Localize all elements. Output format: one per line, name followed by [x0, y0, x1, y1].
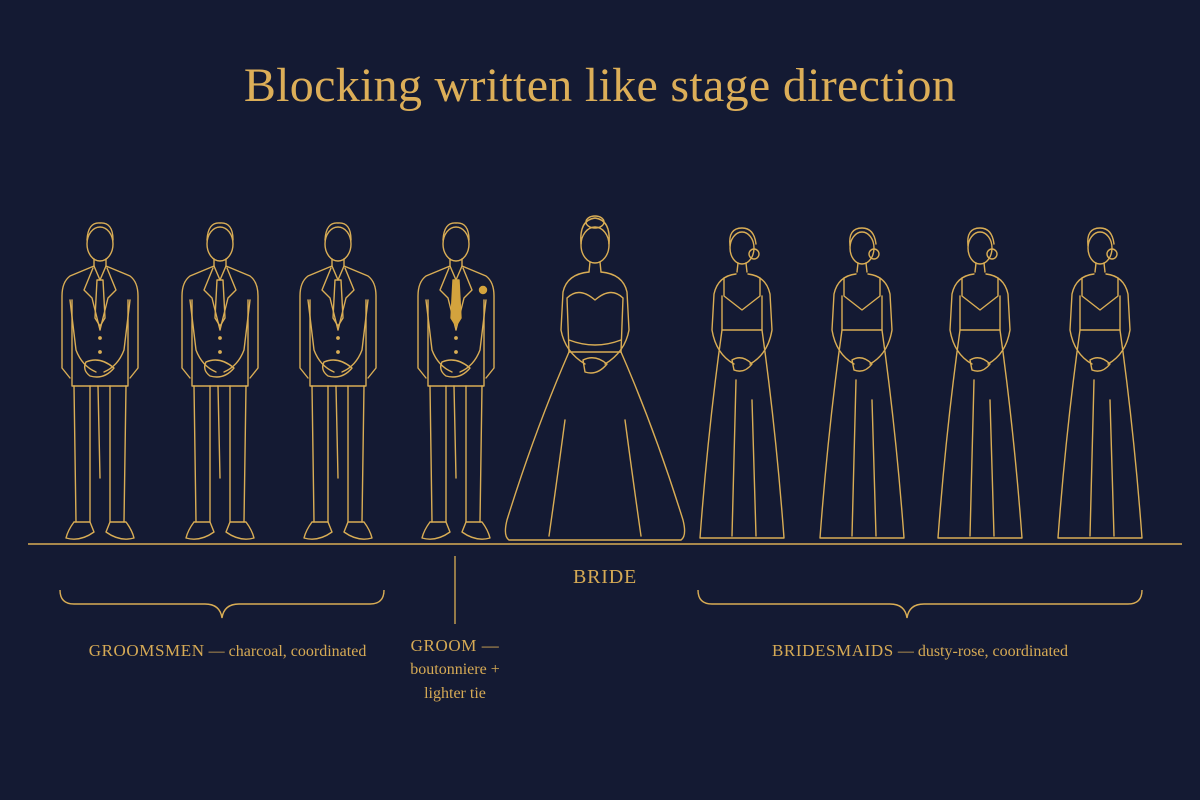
- bridesmaid-figure-icon: [819, 227, 905, 539]
- bridesmaid-figure-icon: [937, 227, 1023, 539]
- groomsmen-name: GROOMSMEN: [88, 641, 205, 660]
- groom-figure-icon: [417, 222, 495, 540]
- groomsmen-label: GROOMSMEN — charcoal, coordinated: [40, 641, 415, 661]
- bridesmaids-name: BRIDESMAIDS: [771, 641, 894, 660]
- groomsman-figure-icon: [61, 222, 139, 540]
- bridesmaids-description: — dusty-rose, coordinated: [893, 643, 1069, 660]
- groomsman-figure-icon: [181, 222, 259, 540]
- bride-figure-icon: [504, 215, 686, 541]
- groom-name: GROOM —: [410, 636, 500, 655]
- bridesmaid-figure-icon: [1057, 227, 1143, 539]
- bride-label: BRIDE: [573, 566, 637, 588]
- bridesmaids-brace: [697, 589, 1143, 619]
- groom-description: boutonniere + lighter tie: [410, 661, 500, 702]
- bridesmaids-label: BRIDESMAIDS — dusty-rose, coordinated: [700, 641, 1140, 661]
- groomsman-figure-icon: [299, 222, 377, 540]
- page-title: Blocking written like stage direction: [243, 59, 957, 112]
- groomsmen-description: — charcoal, coordinated: [204, 643, 367, 660]
- groom-label: GROOM — boutonniere + lighter tie: [395, 634, 515, 706]
- groomsmen-brace: [59, 589, 385, 619]
- bridesmaid-figure-icon: [699, 227, 785, 539]
